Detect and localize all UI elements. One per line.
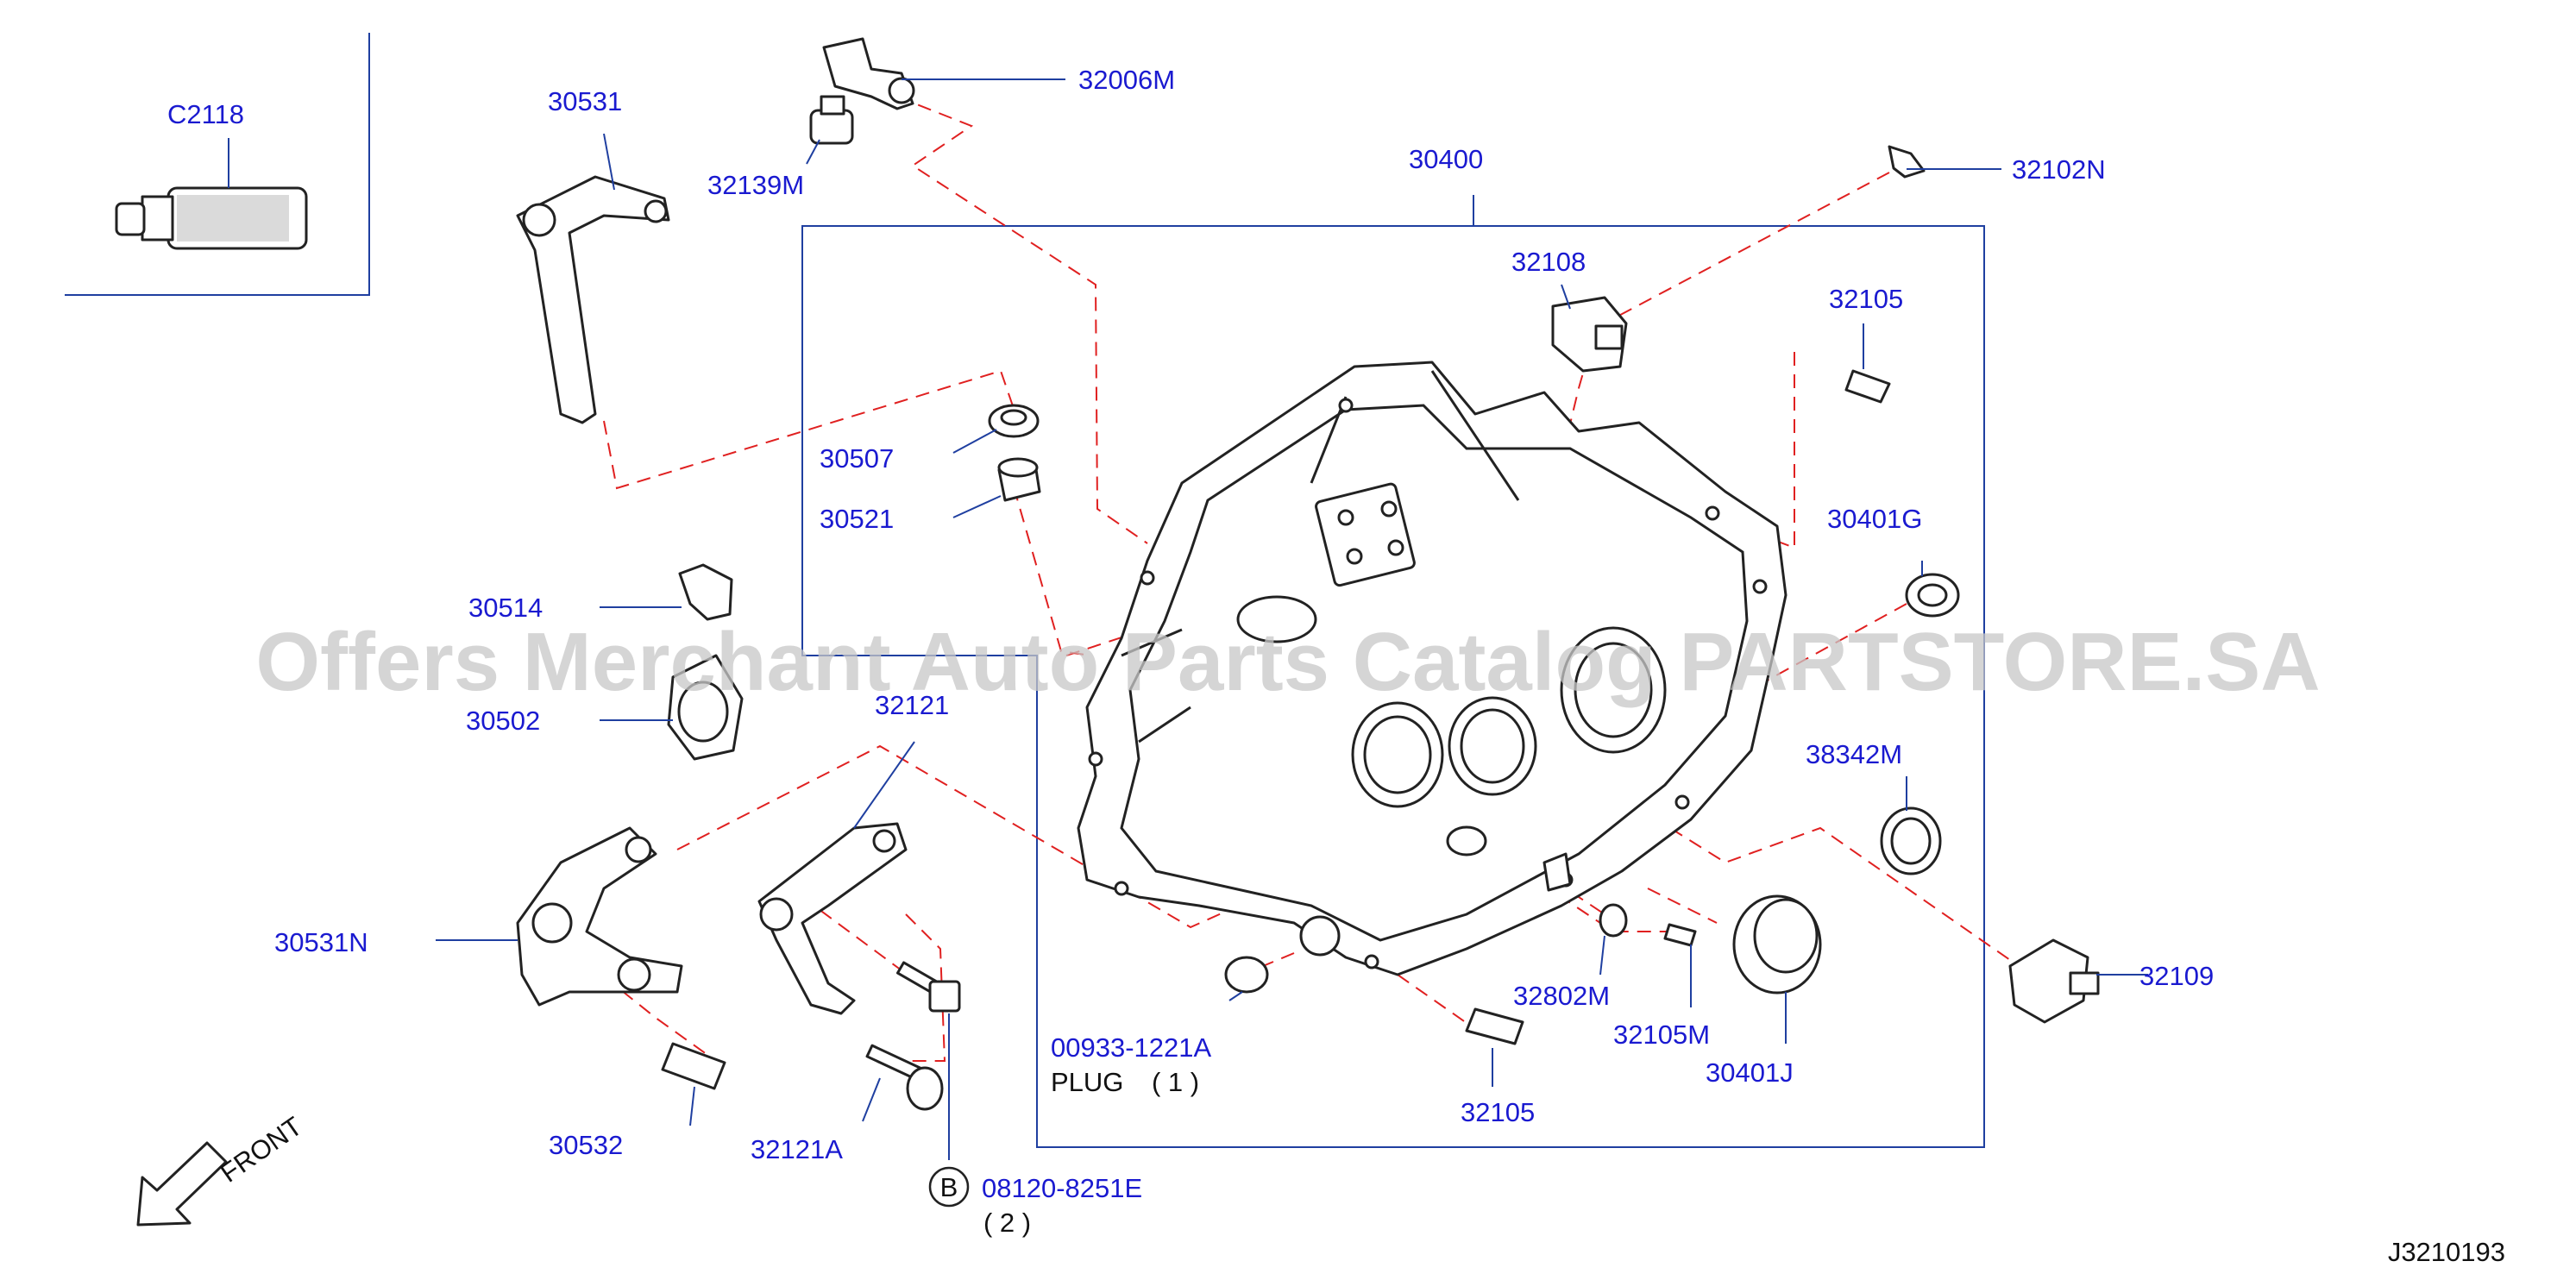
bushing-30521-part <box>997 457 1041 502</box>
label-32105m: 32105M <box>1613 1020 1710 1050</box>
label-c2118: C2118 <box>167 99 244 129</box>
label-32139m: 32139M <box>707 170 804 200</box>
plug-00933-part <box>1224 956 1269 994</box>
label-30531n: 30531N <box>274 927 368 957</box>
label-38342m: 38342M <box>1806 739 1902 769</box>
diagram-id: J3210193 <box>2388 1237 2505 1267</box>
ring-32802m-part <box>1599 903 1628 938</box>
bolt-32121a-part <box>865 1044 944 1111</box>
sensor-32006m-part <box>822 37 915 110</box>
label-32105-bottom: 32105 <box>1461 1097 1535 1127</box>
label-32108: 32108 <box>1511 247 1586 277</box>
bolt-32139m-part <box>809 95 854 145</box>
front-arrow-icon <box>136 1141 228 1227</box>
watermark-text: Offers Merchant Auto Parts Catalog PARTS… <box>255 616 2320 708</box>
label-00933-1221a: 00933-1221A <box>1051 1032 1211 1063</box>
label-32802m: 32802M <box>1513 981 1610 1011</box>
label-32109: 32109 <box>2139 961 2214 991</box>
dowel-32105m-part <box>1663 923 1697 947</box>
pin-30532-part <box>661 1042 726 1090</box>
seal-30401g-part <box>1905 573 1960 618</box>
label-32121a: 32121A <box>751 1134 843 1164</box>
clip-32102n-part <box>1888 145 1926 179</box>
label-30514: 30514 <box>468 593 543 623</box>
housing-group-frame <box>801 195 1985 1148</box>
bearing-30502-part <box>667 654 744 761</box>
housing-30400-part <box>1077 361 1787 976</box>
label-30532: 30532 <box>549 1130 623 1160</box>
cap-32109-part <box>2008 938 2100 1024</box>
label-32121: 32121 <box>875 690 949 720</box>
dowel-32105-bottom-part <box>1465 1007 1524 1045</box>
label-30531: 30531 <box>548 86 622 116</box>
fork-30531n-part <box>516 826 683 1007</box>
clip-30514-part <box>678 563 733 621</box>
label-30400: 30400 <box>1409 144 1483 174</box>
leader-lines <box>228 78 2148 1160</box>
seal-30401j-part <box>1732 894 1822 995</box>
c2118-tube-part <box>115 186 308 250</box>
bolt-marker-b: B <box>940 1172 958 1202</box>
label-08120-qty: ( 2 ) <box>983 1208 1031 1238</box>
lever-32121-part <box>757 822 908 1015</box>
label-08120-8251e: 08120-8251E <box>982 1173 1142 1203</box>
label-32102n: 32102N <box>2012 154 2106 185</box>
label-30401j: 30401J <box>1706 1057 1794 1088</box>
c2118-frame <box>65 33 370 296</box>
label-32105-top: 32105 <box>1829 284 1903 314</box>
front-label: FRONT <box>215 1111 308 1189</box>
label-plug: PLUG <box>1051 1067 1123 1097</box>
label-30521: 30521 <box>820 504 894 534</box>
label-30507: 30507 <box>820 443 894 474</box>
label-plug-qty: ( 1 ) <box>1152 1067 1199 1097</box>
label-30401g: 30401G <box>1827 504 1922 534</box>
seal-30507-part <box>988 404 1040 438</box>
dowel-32105-top-part <box>1844 369 1891 404</box>
bracket-32108-part <box>1551 296 1628 373</box>
bolt-marker-circle <box>928 1166 970 1208</box>
bolt-08120-part <box>896 961 961 1013</box>
label-30502: 30502 <box>466 706 540 736</box>
label-32006m: 32006M <box>1078 65 1175 95</box>
seal-38342m-part <box>1880 806 1942 875</box>
shift-shaft-30531-part <box>516 175 670 424</box>
